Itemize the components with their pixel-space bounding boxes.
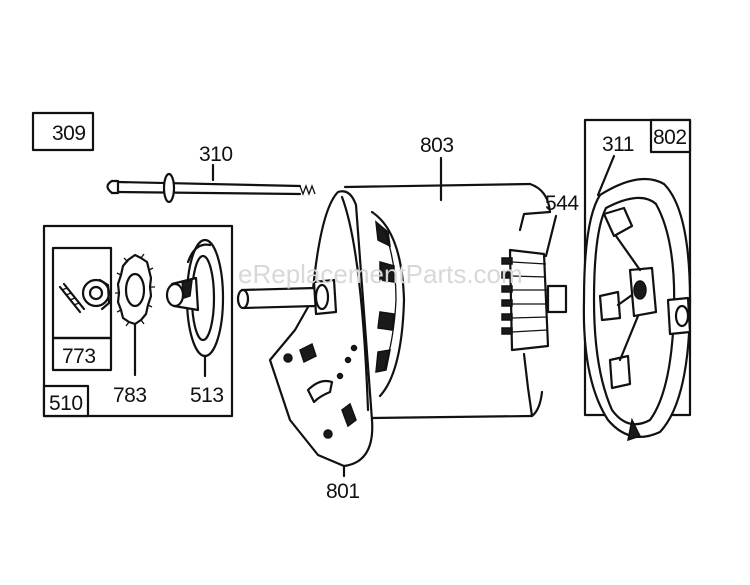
part-773-box [51,336,113,372]
part-802-end-cap-assembly: 802 311 [582,118,692,442]
part-309-box [31,111,95,152]
end-cap-boss-left [598,290,622,322]
part-513-label: 513 [190,384,224,407]
end-cap-boss-top [602,206,634,238]
roll-pin [58,282,86,314]
watermark-text: eReplacementParts.com [238,259,523,289]
part-803-motor-housing [343,182,552,420]
part-544-commutator [501,248,568,352]
end-plate-outline [268,190,374,468]
part-309-label: 309 [52,122,86,145]
housing-top-edge [343,182,532,189]
part-544-leader [544,214,558,258]
part-802-label: 802 [653,126,687,149]
part-310-label: 310 [199,143,233,166]
part-783-label: 783 [113,384,147,407]
bolt-thread [299,184,316,196]
part-310-through-bolt: 310 [106,143,316,204]
plate-hole-2 [341,402,357,428]
part-544-label: 544 [545,192,579,215]
bolt-head-left [106,179,114,195]
bolt-shaft [116,180,302,196]
part-801-drive-end-plate [236,190,374,468]
part-803-label: 803 [420,134,454,157]
terminal-stud [666,296,692,336]
armature-shaft [240,286,318,310]
part-773-label: 773 [62,345,96,368]
part-311-leader [596,154,616,197]
plate-hole-1 [299,342,317,364]
part-802-box [649,118,692,154]
bolt-washer [162,172,176,204]
part-801-label: 801 [326,480,360,503]
part-510-frame [42,224,234,418]
commutator-shaft-end [546,284,568,314]
part-510-box [42,384,90,418]
part-510-label: 510 [49,392,83,415]
end-cap-tab [627,417,642,442]
part-309-callout: 309 [31,111,95,152]
part-783-pinion-gear [115,253,155,327]
part-513-drive-assembly [165,238,225,358]
part-510-drive-kit: 510 773 783 513 [42,224,234,418]
field-winding [370,210,406,398]
part-311-label: 311 [602,133,634,156]
shaft-collar [312,278,338,316]
housing-bottom-edge [370,414,534,420]
plate-slot [306,379,334,404]
